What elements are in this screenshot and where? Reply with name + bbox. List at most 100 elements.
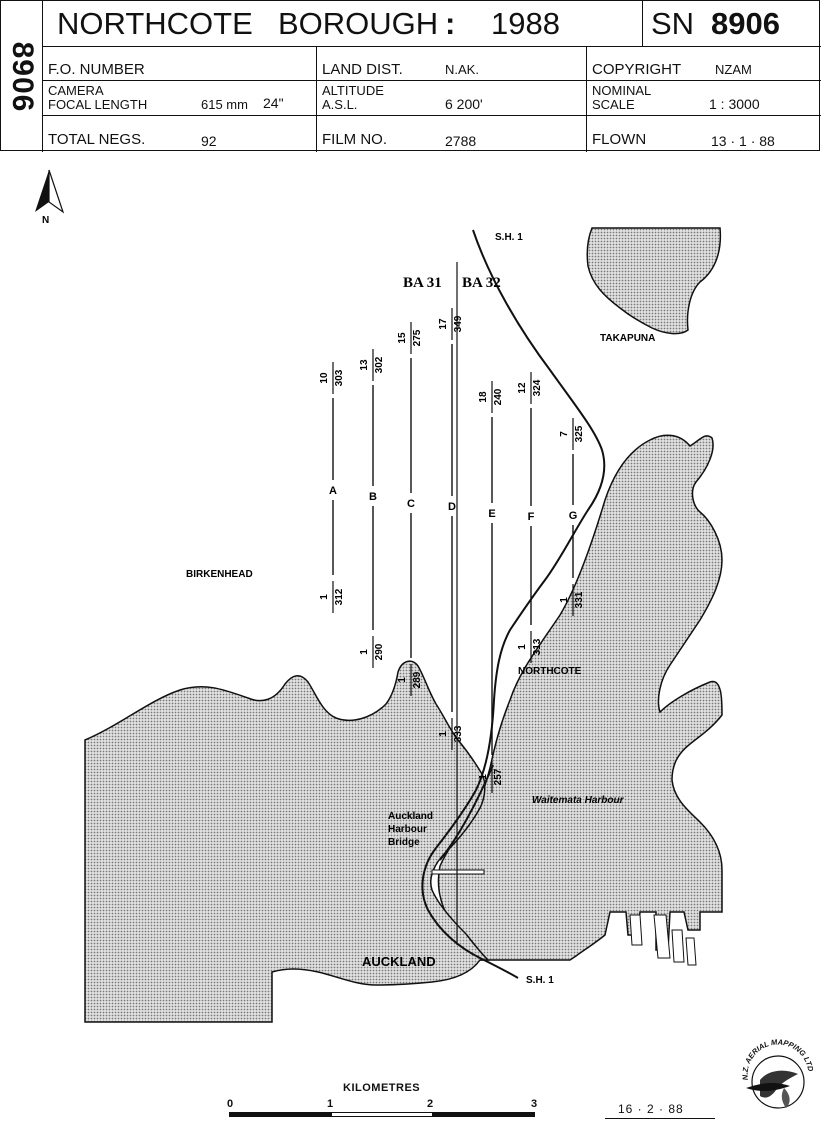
focal-length-label: FOCAL LENGTH <box>48 97 148 112</box>
fo-number-label: F.O. NUMBER <box>48 61 145 78</box>
run-top-frame: 325 <box>574 425 585 442</box>
run-top-number: 12 <box>517 382 528 394</box>
scale-value: 1 : 3000 <box>709 96 760 112</box>
camera-cell: CAMERA FOCAL LENGTH 615 mm 24" <box>43 81 317 115</box>
northcote-land <box>437 434 723 961</box>
pier-1 <box>629 914 643 946</box>
nominal-label: NOMINAL <box>592 83 652 98</box>
birkenhead-auckland-land <box>84 660 490 1023</box>
title-year: 1988 <box>491 6 560 41</box>
auckland-label: AUCKLAND <box>362 954 436 969</box>
run-top-frame: 240 <box>493 388 504 405</box>
run-letter: B <box>369 491 377 503</box>
sn-value: 8906 <box>711 6 780 41</box>
run-top-frame: 303 <box>334 369 345 386</box>
northcote-label: NORTHCOTE <box>518 666 582 677</box>
run-top-number: 18 <box>478 391 489 403</box>
run-bottom-frame: 257 <box>493 768 504 785</box>
run-bottom-frame: 333 <box>453 725 464 742</box>
sh1-south-label: S.H. 1 <box>526 975 554 986</box>
harbour-bridge <box>439 764 494 861</box>
altitude-value: 6 200' <box>445 96 483 112</box>
land-dist-label: LAND DIST. <box>322 61 403 78</box>
run-bottom-number: 1 <box>397 677 408 683</box>
fo-number-cell: F.O. NUMBER <box>43 46 317 80</box>
run-top-frame: 302 <box>374 356 385 373</box>
land-dist-value: N.AK. <box>445 62 479 77</box>
info-row-3: TOTAL NEGS. 92 FILM NO. 2788 FLOWN 13 · … <box>43 116 821 152</box>
altitude-label: ALTITUDE <box>322 83 384 98</box>
flight-run-b: B 13 302 1 290 <box>359 349 385 668</box>
side-code: 8906 <box>6 41 39 113</box>
nz-aerial-mapping-logo: N.Z. AERIAL MAPPING LTD <box>740 1037 815 1109</box>
run-letter: G <box>569 510 578 522</box>
takapuna-land <box>586 227 722 335</box>
run-top-number: 13 <box>359 359 370 371</box>
run-bottom-frame: 290 <box>374 643 385 660</box>
scale-tick-3: 3 <box>531 1098 538 1110</box>
birkenhead-label: BIRKENHEAD <box>186 569 253 580</box>
side-code-cell: 8906 <box>1 1 43 152</box>
run-top-frame: 324 <box>532 379 543 396</box>
flown-label: FLOWN <box>592 131 647 148</box>
scale-label: SCALE <box>592 97 635 112</box>
altitude-cell: ALTITUDE A.S.L. 6 200' <box>317 81 587 115</box>
scale-segment-1 <box>229 1112 332 1117</box>
info-row-2: CAMERA FOCAL LENGTH 615 mm 24" ALTITUDE … <box>43 81 821 116</box>
date-underline <box>605 1118 715 1119</box>
scale-segment-2 <box>331 1112 433 1117</box>
total-negs-label: TOTAL NEGS. <box>48 131 146 148</box>
header-frame: 8906 NORTHCOTE BOROUGH : 1988 SN 8906 F.… <box>0 0 821 152</box>
sn-label: SN <box>651 6 695 41</box>
north-arrow: N <box>35 169 65 226</box>
run-bottom-number: 1 <box>478 774 489 780</box>
focal-inches: 24" <box>263 95 284 111</box>
run-top-number: 7 <box>559 431 570 437</box>
run-top-number: 17 <box>438 318 449 330</box>
run-letter: F <box>528 511 535 523</box>
drawing-date: 16 · 2 · 88 <box>618 1102 684 1116</box>
run-bottom-frame: 313 <box>532 638 543 655</box>
total-negs-value: 92 <box>201 133 217 149</box>
copyright-label: COPYRIGHT <box>592 61 682 78</box>
total-negs-cell: TOTAL NEGS. 92 <box>43 116 317 152</box>
sheet-title: NORTHCOTE BOROUGH : 1988 <box>43 1 643 46</box>
land-dist-cell: LAND DIST. N.AK. <box>317 46 587 80</box>
pier-4 <box>685 937 697 966</box>
scale-tick-1: 1 <box>327 1098 334 1110</box>
run-bottom-frame: 331 <box>574 591 585 608</box>
film-no-value: 2788 <box>445 133 477 149</box>
block-ba31-label: BA 31 <box>403 275 442 291</box>
bridge-label-3: Bridge <box>388 837 420 848</box>
run-letter: C <box>407 498 415 510</box>
block-ba32-label: BA 32 <box>462 275 501 291</box>
harbour-label: Waitemata Harbour <box>532 795 625 806</box>
run-top-frame: 275 <box>412 329 423 346</box>
pier-2 <box>653 914 671 959</box>
copyright-cell: COPYRIGHT NZAM <box>587 46 821 80</box>
scale-tick-2: 2 <box>427 1098 434 1110</box>
run-bottom-number: 1 <box>359 649 370 655</box>
run-top-number: 15 <box>397 332 408 344</box>
camera-label: CAMERA <box>48 83 104 98</box>
flown-value: 13 · 1 · 88 <box>711 133 775 149</box>
run-bottom-frame: 312 <box>334 588 345 605</box>
run-letter: A <box>329 485 337 497</box>
run-top-number: 10 <box>319 372 330 384</box>
scale-cell: NOMINAL SCALE 1 : 3000 <box>587 81 821 115</box>
run-bottom-number: 1 <box>517 644 528 650</box>
run-bottom-number: 1 <box>438 731 449 737</box>
focal-mm: 615 mm <box>201 97 248 112</box>
takapuna-label: TAKAPUNA <box>600 333 655 344</box>
title-borough: BOROUGH <box>278 6 439 41</box>
asl-label: A.S.L. <box>322 97 358 112</box>
title-row: NORTHCOTE BOROUGH : 1988 SN 8906 <box>43 1 821 47</box>
wharf-pier <box>431 869 485 875</box>
scale-tick-0: 0 <box>227 1098 234 1110</box>
